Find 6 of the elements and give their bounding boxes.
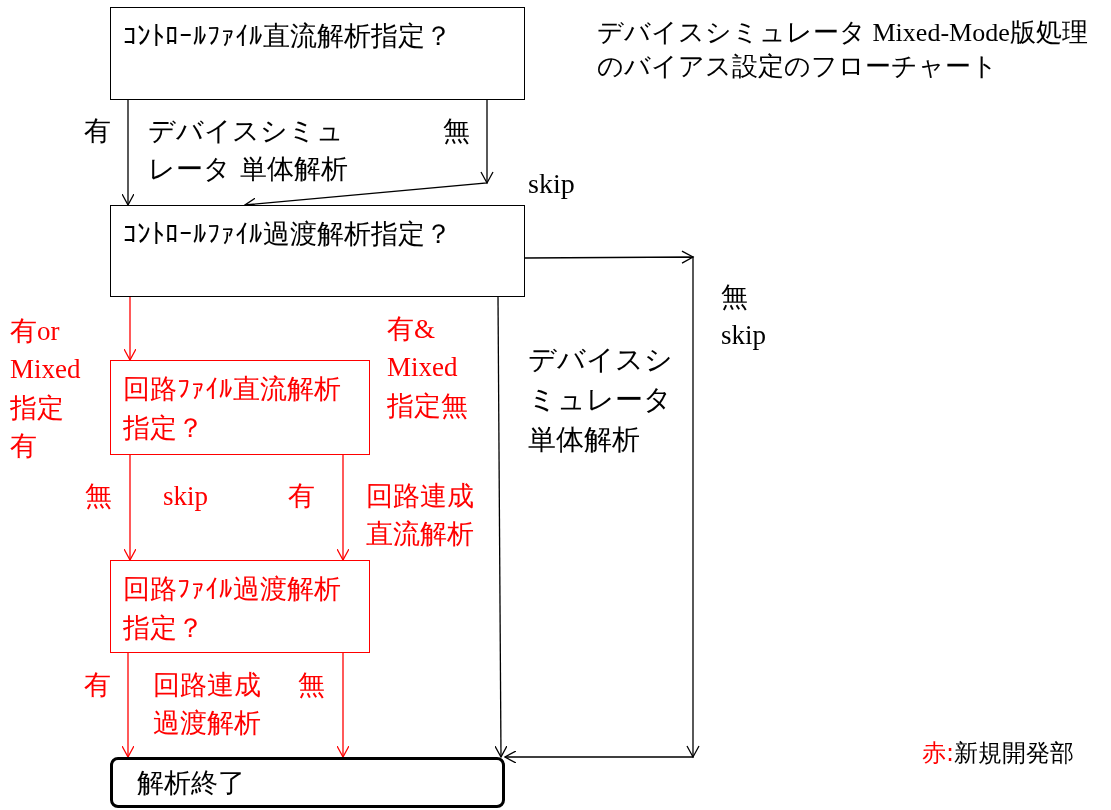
decision-box: 回路ﾌｧｲﾙ過渡解析指定？ (110, 560, 370, 653)
decision-box: ｺﾝﾄﾛｰﾙﾌｧｲﾙ直流解析指定？ (110, 7, 525, 100)
decision-box: ｺﾝﾄﾛｰﾙﾌｧｲﾙ過渡解析指定？ (110, 205, 525, 297)
decision-box: 回路ﾌｧｲﾙ直流解析指定？ (110, 360, 370, 455)
terminal-box: 解析終了 (110, 757, 505, 808)
chart-title: デバイスシミュレータ Mixed-Mode版処理のバイアス設定のフローチャート (597, 17, 1089, 84)
